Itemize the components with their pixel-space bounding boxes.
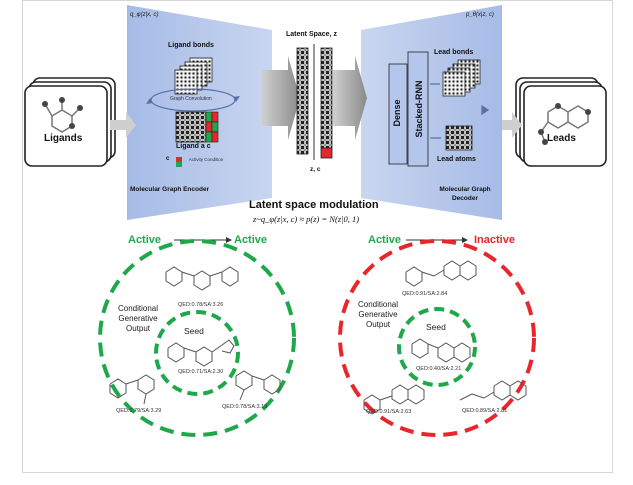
modulation-formula: z~q_φ(z|x, c) ≈ p(z) = N(z|0, 1): [253, 214, 360, 224]
latent-to-decoder-arrow: [333, 56, 367, 140]
right-seed-circle: [397, 307, 477, 387]
right-to-label: Inactive: [474, 234, 515, 246]
ligand-atoms-label: Ligand a c: [176, 143, 211, 150]
right-qed-seed: QED:0.40/SA:2.21: [416, 366, 462, 372]
right-qed-top: QED:0.91/SA:2.84: [402, 291, 448, 297]
left-seed-circle: [154, 310, 240, 396]
ligand-bonds-tensor: [174, 57, 213, 95]
stacked-rnn-box: [407, 51, 429, 167]
left-output-label: Conditional Generative Output: [117, 304, 159, 333]
rnn-output-arrows: [430, 83, 490, 139]
lead-atoms-matrix: [445, 125, 473, 151]
left-to-label: Active: [234, 234, 268, 246]
left-from-label: Active: [128, 234, 162, 246]
dense-layer-box: [388, 63, 408, 165]
lead-bonds-tensor: [442, 59, 481, 97]
right-molecule-bottom-right: [459, 380, 527, 401]
lead-atoms-label: Lead atoms: [437, 156, 476, 163]
encoder-to-latent-arrow: [262, 56, 300, 140]
latent-vector: [296, 44, 333, 160]
left-qed-seed: QED:0.71/SA:2.30: [178, 369, 224, 375]
lead-bonds-label: Lead bonds: [434, 49, 474, 56]
right-qed-bottom-left: QED:0.91/SA:2.63: [366, 409, 412, 415]
left-qed-bottom-right: QED:0.78/SA:3.19: [222, 404, 268, 410]
output-arrow: [502, 112, 522, 138]
left-qed-bottom-left: QED:0.79/SA:3.29: [116, 408, 162, 414]
right-molecule-bottom-left: [363, 384, 425, 415]
left-transition-arrow: [174, 237, 232, 243]
right-output-label: Conditional Generative Output: [357, 300, 399, 329]
graph-convolution-cycle: [146, 88, 240, 112]
left-molecule-seed: [167, 339, 235, 367]
latent-space-label: Latent Space, z: [286, 31, 337, 38]
right-seed-label: Seed: [426, 322, 446, 332]
decoder-panel: [361, 5, 502, 220]
condition-c-label: c: [166, 156, 170, 162]
left-output-circle: [98, 239, 296, 437]
left-molecule-bottom-right: [235, 370, 281, 401]
encoder-title: q_φ(z|x, c): [130, 12, 159, 18]
activity-condition-label: Activity Condition: [188, 157, 224, 162]
input-arrow: [110, 112, 136, 138]
left-molecule-bottom-left: [109, 374, 155, 405]
right-output-circle: [338, 239, 536, 437]
ligand-bonds-label: Ligand bonds: [168, 42, 214, 49]
ligands-label: Ligands: [44, 133, 83, 144]
latent-bottom-label: z, c: [310, 166, 321, 173]
right-from-label: Active: [368, 234, 402, 246]
dense-label: Dense: [392, 99, 402, 127]
encoder-name-label: Molecular Graph Encoder: [130, 186, 210, 193]
leads-output-box: [515, 77, 607, 167]
decoder-name-label: Molecular Graph Decoder: [439, 186, 491, 202]
condition-legend: [176, 157, 182, 167]
figure-frame: [22, 0, 613, 473]
left-molecule-top: [165, 266, 239, 291]
ligand-atoms-matrix: [175, 111, 219, 143]
modulation-title: Latent space modulation: [249, 199, 379, 211]
right-qed-bottom-right: QED:0.89/SA:2.81: [462, 408, 508, 414]
decoder-title: p_θ(x|z, c): [466, 12, 494, 18]
stacked-rnn-label: Stacked-RNN: [414, 80, 424, 138]
right-transition-arrow: [406, 237, 468, 243]
right-molecule-seed: [411, 338, 471, 363]
leads-label: Leads: [547, 133, 576, 144]
left-seed-label: Seed: [184, 326, 204, 336]
right-molecule-top: [405, 260, 477, 287]
left-qed-top: QED:0.78/SA:3.26: [178, 302, 224, 308]
ligands-input-box: [24, 77, 116, 167]
graph-convolution-label: Graph Convolution: [170, 96, 212, 102]
